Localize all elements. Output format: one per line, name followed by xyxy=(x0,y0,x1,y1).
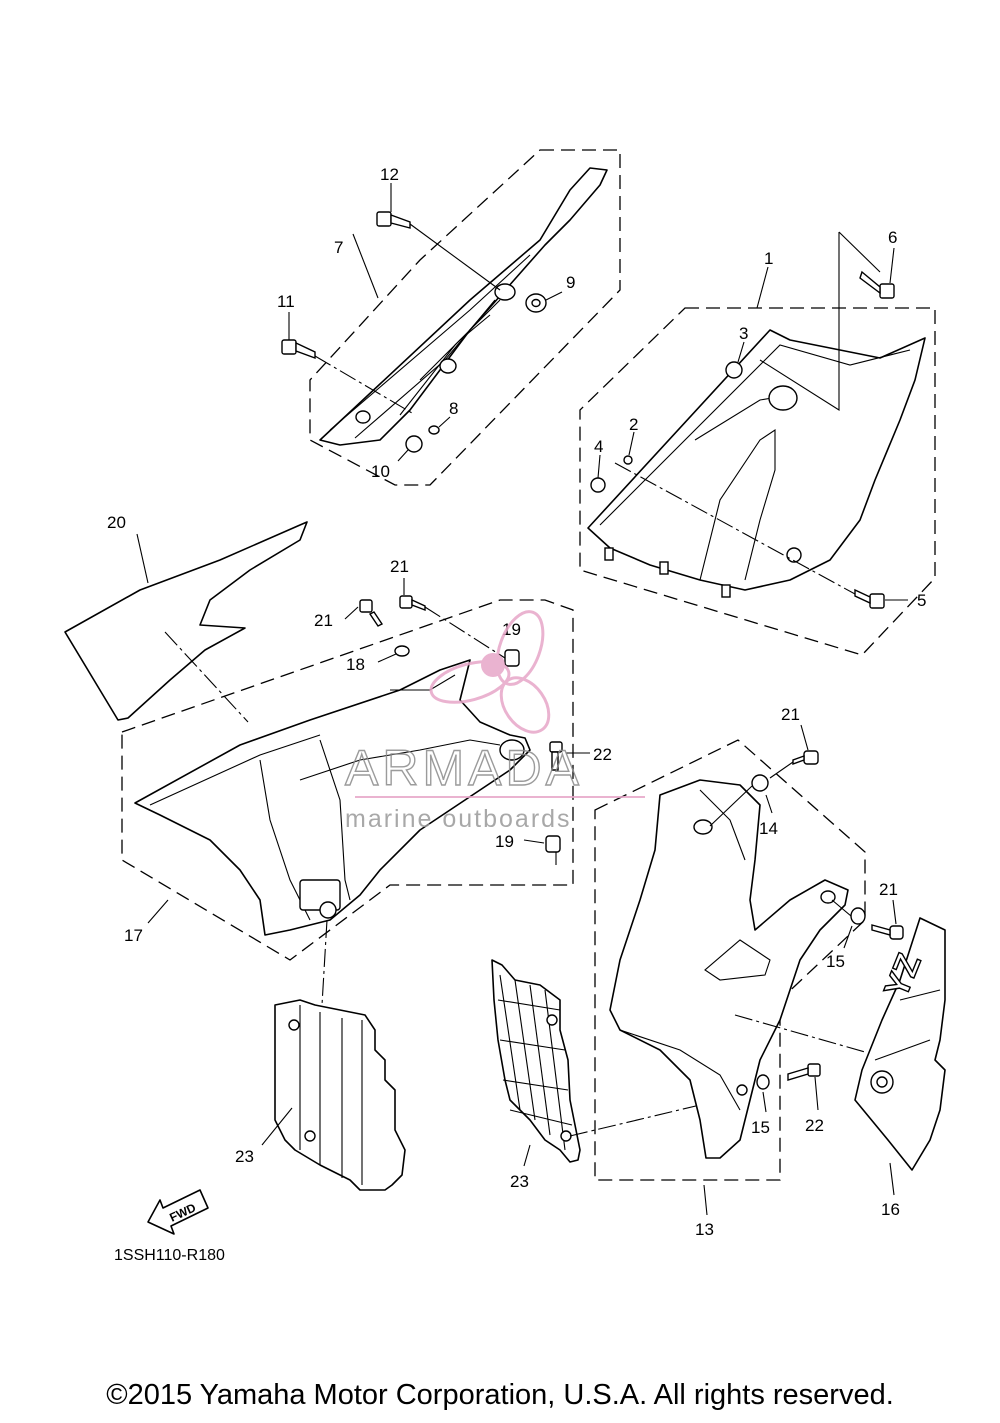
fwd-arrow-icon: FWD xyxy=(147,1189,209,1235)
copyright-text: ©2015 Yamaha Motor Corporation, U.S.A. A… xyxy=(106,1379,894,1411)
side-cover-upper-assembly xyxy=(281,149,621,486)
part-number-2: 2 xyxy=(629,415,638,434)
grommet-3-icon xyxy=(725,361,743,379)
radiator-louver-left xyxy=(261,999,406,1191)
bolt-5-icon xyxy=(854,588,885,609)
part-number-23b: 23 xyxy=(510,1172,529,1191)
part-number-18: 18 xyxy=(346,655,365,674)
grommet-19-icon xyxy=(504,649,520,667)
bolt-11-icon xyxy=(281,339,316,360)
part-number-20: 20 xyxy=(107,513,126,532)
part-number-22a: 22 xyxy=(593,745,612,764)
collar-15-icon xyxy=(850,907,866,925)
part-number-15b: 15 xyxy=(751,1118,770,1137)
part-number-12: 12 xyxy=(380,165,399,184)
screw-22-icon xyxy=(549,741,563,771)
side-cover-right-assembly xyxy=(579,231,936,656)
bolt-21c-icon xyxy=(792,750,819,765)
part-number-17: 17 xyxy=(124,926,143,945)
bolt-21-icon xyxy=(359,599,384,627)
bolt-12-icon xyxy=(376,211,411,229)
part-number-15a: 15 xyxy=(826,952,845,971)
watermark-propeller-icon xyxy=(429,610,551,734)
part-number-13: 13 xyxy=(695,1220,714,1239)
watermark: ARMADA marine outboards xyxy=(344,610,645,833)
bolt-6-icon xyxy=(859,270,895,299)
graphic-decal-16: YZ xyxy=(854,917,946,1196)
grommet-4-icon xyxy=(590,477,606,493)
part-number-19a: 19 xyxy=(502,620,521,639)
decal-20 xyxy=(64,521,308,721)
part-number-7: 7 xyxy=(334,238,343,257)
part-number-21b: 21 xyxy=(314,611,333,630)
diagram-code: 1SSH110-R180 xyxy=(114,1247,225,1264)
part-number-9: 9 xyxy=(566,273,575,292)
part-number-4: 4 xyxy=(594,437,603,456)
bolt-21b-icon xyxy=(399,595,426,612)
part-number-11: 11 xyxy=(277,292,295,311)
part-number-6: 6 xyxy=(888,228,897,247)
part-number-8: 8 xyxy=(449,399,458,418)
part-number-22b: 22 xyxy=(805,1116,824,1135)
part-number-14: 14 xyxy=(759,819,778,838)
screw-22b-icon xyxy=(787,1063,821,1081)
radiator-louver-right xyxy=(491,959,701,1167)
part-number-labels: 1 2 3 4 5 6 7 8 9 10 11 12 13 14 15 15 1… xyxy=(107,165,926,1239)
grommet-19b-icon xyxy=(545,835,561,853)
part-number-10: 10 xyxy=(371,462,390,481)
bolt-21d-icon xyxy=(871,924,904,940)
washer-8-icon xyxy=(428,425,440,435)
part-number-19b: 19 xyxy=(495,832,514,851)
washer-18-icon xyxy=(394,645,410,657)
part-number-21c: 21 xyxy=(781,705,800,724)
collar-14-icon xyxy=(751,774,769,792)
collar-15b-icon xyxy=(756,1074,770,1090)
part-number-3: 3 xyxy=(739,324,748,343)
side-panel-right-assembly xyxy=(594,724,904,1216)
part-number-16: 16 xyxy=(881,1200,900,1219)
grommet-10-icon xyxy=(405,435,423,453)
part-number-1: 1 xyxy=(764,249,773,268)
part-number-21d: 21 xyxy=(879,880,898,899)
washer-2-icon xyxy=(623,455,633,465)
watermark-name: ARMADA xyxy=(345,740,583,796)
watermark-tagline: marine outboards xyxy=(345,805,572,833)
part-number-21a: 21 xyxy=(390,557,409,576)
part-number-5: 5 xyxy=(917,591,926,610)
part-number-23a: 23 xyxy=(235,1147,254,1166)
side-panel-left-assembly xyxy=(64,521,590,1006)
